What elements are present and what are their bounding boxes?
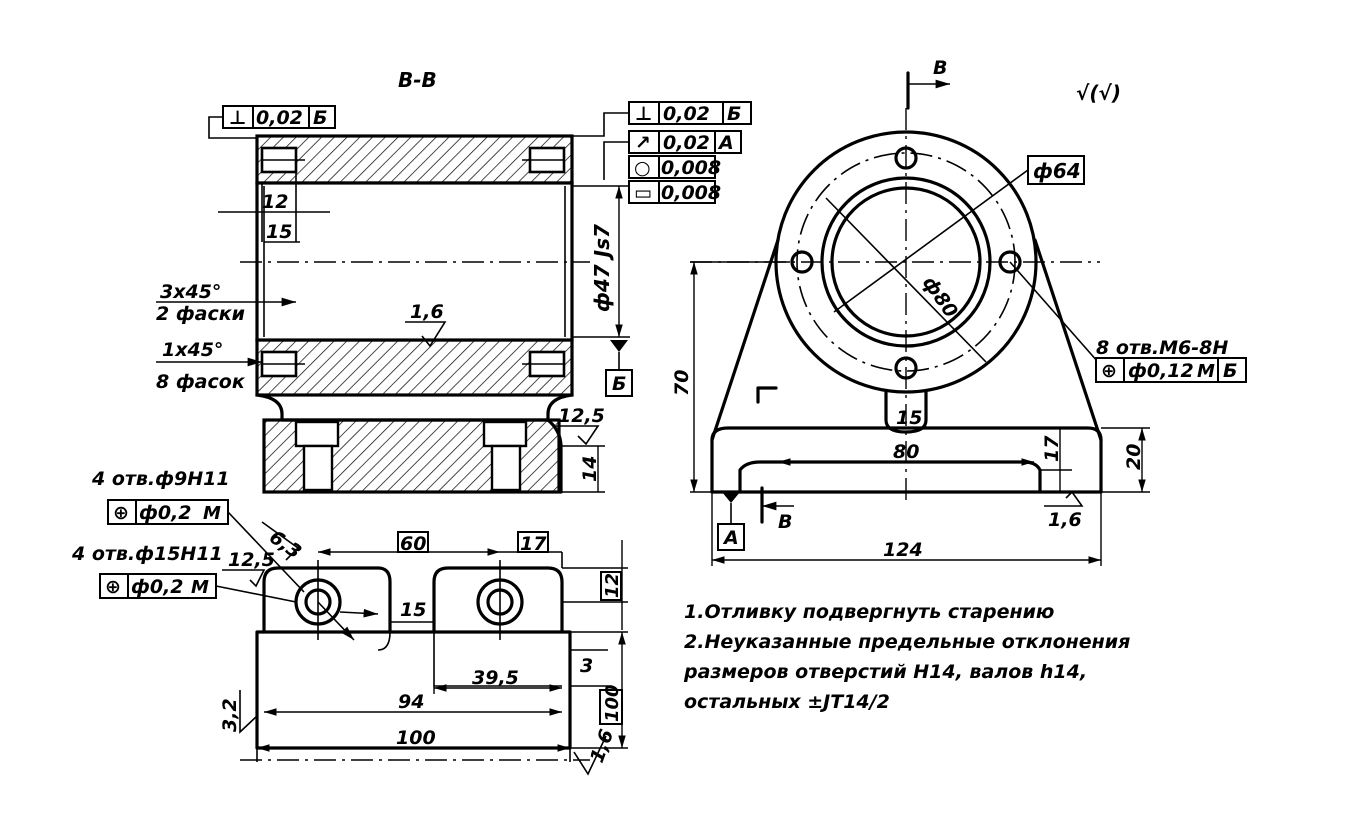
- svg-text:↗: ↗: [635, 132, 651, 154]
- svg-text:12,5: 12,5: [228, 549, 275, 571]
- svg-text:12,5: 12,5: [558, 405, 605, 427]
- svg-text:17: 17: [520, 533, 547, 555]
- svg-text:3,2: 3,2: [219, 698, 241, 732]
- technical-notes: 1.Отливку подвергнуть старению 2.Неуказа…: [683, 601, 1130, 713]
- svg-text:3: 3: [580, 655, 593, 677]
- svg-text:В: В: [933, 57, 947, 79]
- svg-text:0,008: 0,008: [661, 182, 721, 204]
- svg-text:2 фаски: 2 фаски: [156, 303, 245, 325]
- position-frame-m6: ⊕ ф0,12 М Б: [1095, 357, 1247, 383]
- position-frame-15: ⊕ ф0,2 М: [99, 573, 217, 599]
- svg-text:ф0,2: ф0,2: [139, 502, 192, 524]
- svg-text:1,6: 1,6: [586, 727, 618, 766]
- svg-text:ф64: ф64: [1033, 159, 1081, 183]
- svg-text:⊥: ⊥: [635, 103, 652, 125]
- svg-text:100: 100: [396, 727, 436, 749]
- svg-text:1х45°: 1х45°: [162, 339, 223, 361]
- svg-text:ф0,12: ф0,12: [1128, 360, 1194, 382]
- section-view: В-В: [156, 68, 752, 494]
- svg-text:⊥: ⊥: [229, 107, 246, 129]
- svg-text:В: В: [778, 511, 792, 533]
- svg-text:94: 94: [398, 691, 424, 713]
- section-label: В-В: [398, 68, 437, 92]
- svg-text:Б: Б: [313, 107, 327, 129]
- svg-text:8 отв.М6-8Н: 8 отв.М6-8Н: [1096, 337, 1228, 359]
- svg-text:15: 15: [266, 221, 292, 243]
- top-view: 60 17 12 15 39,5 3 94 100 100 3,: [71, 468, 628, 776]
- svg-text:0,02: 0,02: [663, 132, 710, 154]
- tolerance-frame-right: ⊥ 0,02 Б ↗ 0,02 А ○ 0,008 ▭ 0,008: [572, 101, 752, 204]
- svg-text:39,5: 39,5: [472, 667, 519, 689]
- svg-text:0,02: 0,02: [663, 103, 710, 125]
- svg-text:ф47 Js7: ф47 Js7: [590, 224, 614, 312]
- svg-text:1,6: 1,6: [1048, 509, 1082, 531]
- svg-text:60: 60: [400, 533, 426, 555]
- svg-text:М: М: [191, 577, 209, 598]
- svg-text:14: 14: [579, 456, 601, 482]
- svg-text:○: ○: [634, 157, 651, 179]
- svg-text:ф0,2: ф0,2: [131, 576, 184, 598]
- svg-text:12: 12: [602, 573, 623, 598]
- svg-text:ф80: ф80: [918, 272, 962, 322]
- svg-text:4 отв.ф15Н11: 4 отв.ф15Н11: [71, 543, 223, 565]
- svg-text:8 фасок: 8 фасок: [156, 371, 246, 393]
- svg-text:⊕: ⊕: [105, 576, 121, 598]
- svg-text:124: 124: [883, 539, 923, 561]
- roughness-symbol: √(√): [1076, 81, 1121, 105]
- threaded-holes: [260, 146, 566, 378]
- bottom-wall-hatch: [255, 338, 574, 397]
- svg-text:А: А: [717, 132, 734, 154]
- svg-text:17: 17: [1041, 435, 1063, 462]
- position-frame-9: ⊕ ф0,2 М: [107, 499, 229, 525]
- note-2: 2.Неуказанные предельные отклонения: [684, 631, 1130, 653]
- svg-text:Б: Б: [727, 103, 741, 125]
- note-1: 1.Отливку подвергнуть старению: [684, 601, 1054, 623]
- svg-text:70: 70: [671, 370, 693, 396]
- svg-text:1,6: 1,6: [410, 301, 444, 323]
- svg-text:80: 80: [893, 441, 919, 463]
- svg-text:12: 12: [262, 191, 288, 213]
- svg-text:▭: ▭: [634, 182, 652, 204]
- front-view: В √(√) ф64 ф80 8 отв.М6-8Н: [671, 57, 1247, 566]
- note-4: остальных ±JT14/2: [684, 691, 890, 713]
- svg-text:15: 15: [400, 599, 426, 621]
- svg-text:М: М: [203, 503, 221, 524]
- svg-text:4 отв.ф9Н11: 4 отв.ф9Н11: [91, 468, 230, 490]
- svg-text:15: 15: [896, 407, 922, 429]
- svg-text:0,02: 0,02: [256, 107, 303, 129]
- svg-text:3х45°: 3х45°: [160, 281, 221, 303]
- svg-text:⊕: ⊕: [1101, 360, 1117, 382]
- svg-text:Б: Б: [1223, 360, 1237, 382]
- svg-text:А: А: [722, 527, 739, 549]
- svg-text:М: М: [1197, 361, 1215, 382]
- note-3: размеров отверстий Н14, валов h14,: [683, 661, 1087, 683]
- tolerance-frame-left: ⊥ 0,02 Б: [208, 105, 336, 139]
- svg-text:100: 100: [602, 684, 623, 722]
- svg-text:20: 20: [1123, 444, 1145, 470]
- svg-text:Б: Б: [612, 373, 626, 395]
- svg-text:⊕: ⊕: [113, 502, 129, 524]
- svg-text:0,008: 0,008: [661, 157, 721, 179]
